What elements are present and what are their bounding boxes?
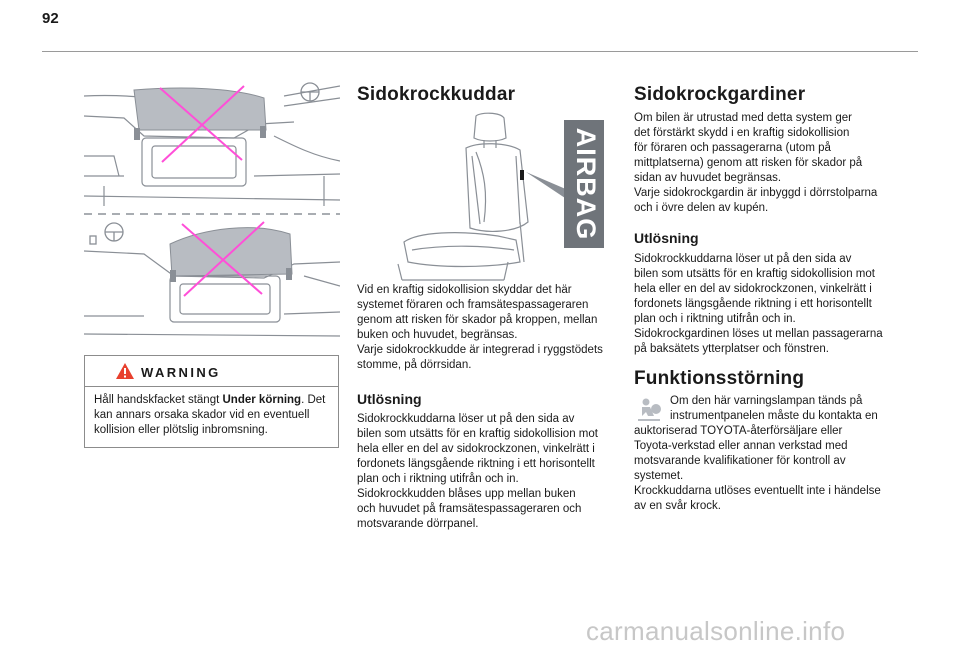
sidokrockkuddar-intro: Vid en kraftig sidokollision skyddar det…: [357, 284, 603, 371]
airbag-tag: [564, 120, 604, 248]
warning-triangle-icon: [116, 363, 134, 379]
airbag-warning-lamp-icon: [638, 398, 661, 421]
steering-wheel-icon-lower: [89, 222, 124, 245]
upper-cross-mark: [159, 85, 245, 163]
funktionsstorning-title: Funktionsstörning: [634, 368, 805, 389]
page-number: 92: [42, 10, 59, 27]
sidokrockkuddar-utlosning-text: Sidokrockkuddarna löser ut på den sida a…: [357, 413, 598, 530]
airbag-label: AIRBAG: [571, 128, 601, 241]
funktionsstorning-text: auktoriserad TOYOTA-återförsäljare eller…: [634, 425, 881, 512]
sidokrockgardiner-intro: Om bilen är utrustad med detta system ge…: [634, 112, 878, 214]
upper-glovebox-lid: [133, 87, 267, 140]
sidokrockgardiner-utlosning-text: Sidokrockkuddarna löser ut på den sida a…: [634, 253, 883, 355]
sidokrockkuddar-title: Sidokrockkuddar: [357, 84, 516, 105]
funktionsstorning-text-indented: Om den här varningslampan tänds på instr…: [670, 395, 878, 422]
warning-text-end: . Det kan annars orsaka skador vid en ev…: [94, 394, 326, 436]
warning-rule: [85, 386, 338, 387]
upper-dashboard-drawing: [84, 85, 340, 206]
lower-cross-mark: [181, 221, 265, 297]
header-rule: [42, 51, 918, 52]
steering-wheel-icon: [300, 82, 320, 102]
seat-airbag-marker: [520, 170, 524, 180]
lower-glovebox-lid: [169, 227, 293, 282]
warning-text: Håll handskfacket stängt Under körning. …: [94, 393, 332, 438]
warning-text-start: Håll handskfacket stängt: [94, 394, 223, 406]
glovebox-illustration: [84, 82, 340, 337]
warning-title: WARNING: [141, 365, 221, 380]
seat-airbag-illustration: AIRBAG: [397, 112, 604, 281]
watermark: carmanualsonline.info: [586, 616, 846, 646]
sidokrockgardiner-utlosning-title: Utlösning: [634, 230, 699, 246]
seat-drawing: [397, 112, 529, 281]
warning-text-bold: Under körning: [222, 394, 302, 406]
warning-box: WARNING Håll handskfacket stängt Under k…: [84, 355, 339, 448]
sidokrockkuddar-utlosning-title: Utlösning: [357, 391, 422, 407]
warning-header: WARNING: [85, 356, 338, 384]
lower-dashboard-drawing: [84, 250, 340, 337]
sidokrockgardiner-title: Sidokrockgardiner: [634, 84, 806, 105]
airbag-pointer: [526, 172, 568, 200]
